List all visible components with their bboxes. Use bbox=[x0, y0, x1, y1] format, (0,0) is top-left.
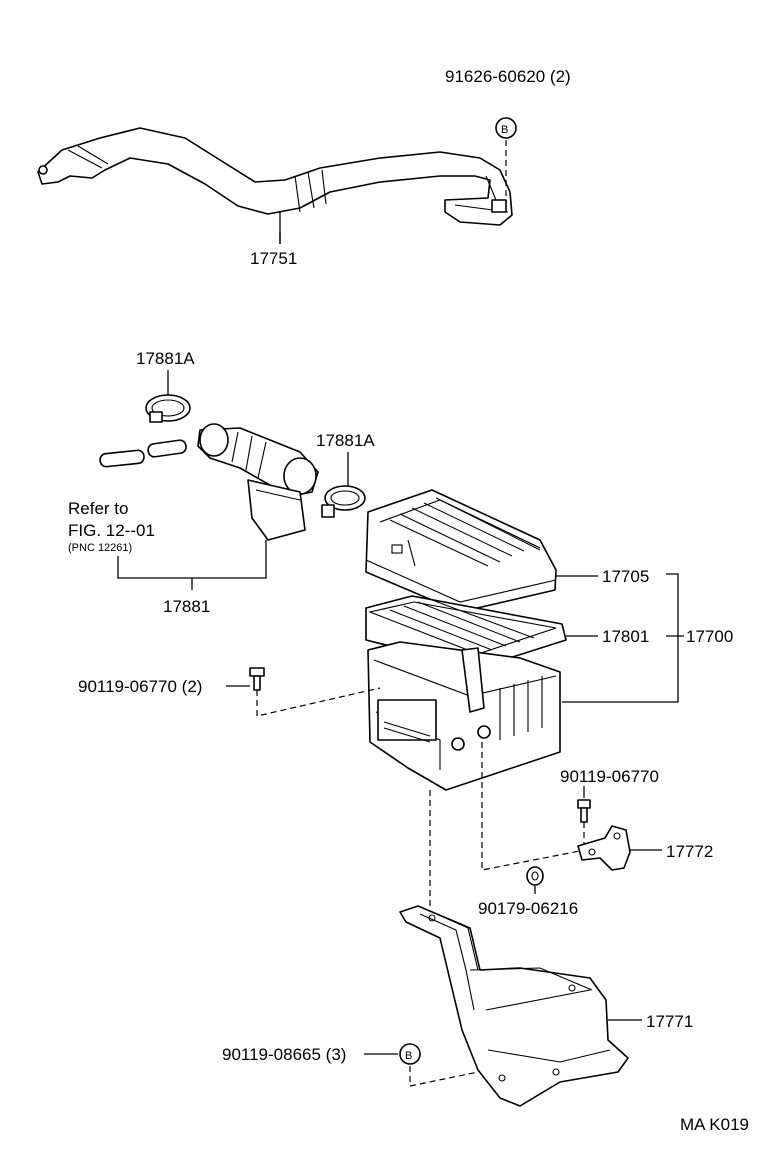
callout-17801: 17801 bbox=[602, 627, 649, 646]
callout-17772: 17772 bbox=[666, 842, 713, 861]
hose-clamp-17881a-top bbox=[145, 370, 191, 423]
intake-hose-17751 bbox=[37, 127, 513, 226]
callout-17700: 17700 bbox=[686, 627, 733, 646]
bolt-90119-06770-left bbox=[226, 667, 381, 717]
washer-90179-06216 bbox=[526, 866, 544, 894]
bolt-marker-b-bottom: B bbox=[405, 1050, 412, 1062]
callout-17881: 17881 bbox=[163, 597, 210, 616]
bolt-90119-06770-right bbox=[577, 786, 591, 846]
bolt-marker-bottom: B bbox=[364, 1043, 479, 1087]
refer-to-label: Refer to bbox=[68, 499, 128, 518]
bracket-17772 bbox=[577, 825, 631, 871]
air-inlet-hose-17881 bbox=[197, 423, 319, 541]
callout-90119-08665: 90119-08665 (3) bbox=[222, 1045, 346, 1064]
refer-fig-label: FIG. 12--01 bbox=[68, 521, 155, 540]
hose-clamp-17881a-right bbox=[321, 452, 366, 518]
bolt-marker-top: B bbox=[495, 117, 517, 202]
callout-17881a-right: 17881A bbox=[316, 431, 375, 450]
callout-17751: 17751 bbox=[250, 249, 297, 268]
bolt-marker-b-top: B bbox=[501, 124, 508, 136]
refer-pnc-label: (PNC 12261) bbox=[68, 542, 132, 554]
callout-90179-06216: 90179-06216 bbox=[478, 899, 578, 918]
callout-91626-60620: 91626-60620 (2) bbox=[445, 67, 571, 86]
air-cleaner-case bbox=[367, 641, 561, 791]
callout-90119-06770: 90119-06770 bbox=[560, 767, 659, 786]
callout-17881a-top: 17881A bbox=[136, 349, 195, 368]
callout-90119-06770-2: 90119-06770 (2) bbox=[78, 677, 202, 696]
air-cleaner-cap-17705 bbox=[365, 489, 557, 613]
callout-17705: 17705 bbox=[602, 567, 649, 586]
support-bracket-17771 bbox=[399, 905, 629, 1107]
figure-code: MA K019 bbox=[680, 1115, 749, 1134]
callout-17771: 17771 bbox=[646, 1012, 693, 1031]
vacuum-hoses bbox=[99, 439, 187, 468]
